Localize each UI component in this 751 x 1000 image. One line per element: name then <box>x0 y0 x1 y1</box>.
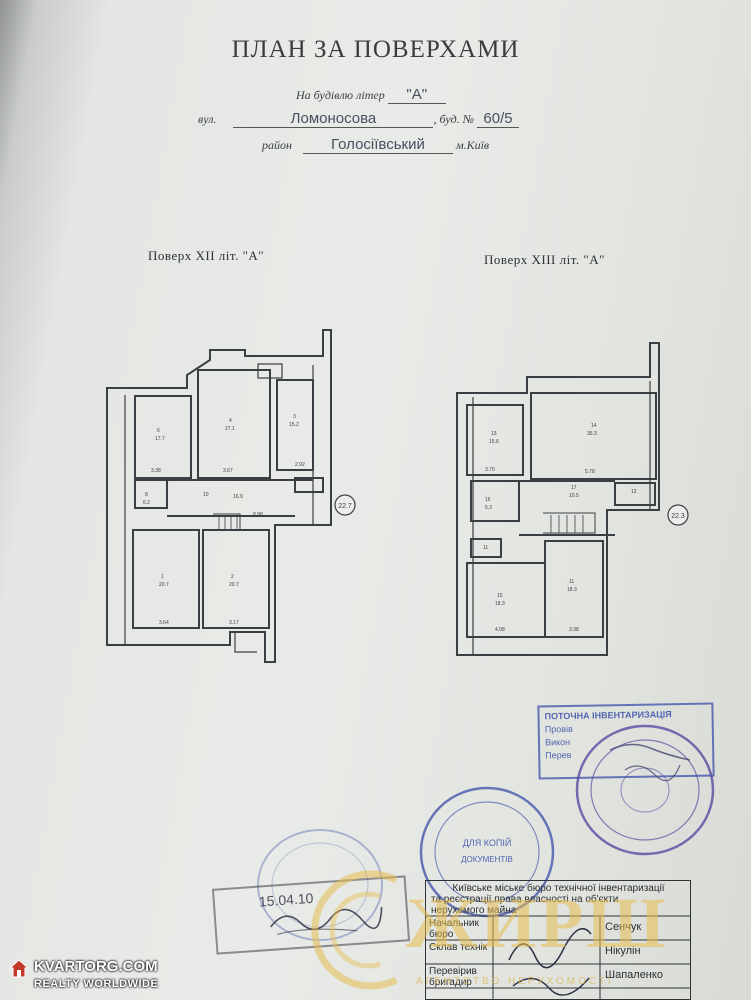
district-value: Голосіївський <box>302 136 453 154</box>
svg-text:10: 10 <box>203 492 209 498</box>
table-row-role: Начальник бюро <box>429 918 479 940</box>
svg-text:5.3: 5.3 <box>485 505 492 511</box>
svg-text:16.9: 16.9 <box>233 494 243 500</box>
page-title: ПЛАН ЗА ПОВЕРХАМИ <box>231 36 520 63</box>
city-label: м.Київ <box>455 138 490 152</box>
table-header-3: нерухомого майна <box>431 905 517 916</box>
svg-text:15: 15 <box>497 593 503 599</box>
svg-text:35.3: 35.3 <box>587 431 597 437</box>
svg-text:3.70: 3.70 <box>485 467 495 473</box>
svg-text:18.3: 18.3 <box>567 587 577 593</box>
table-signatures <box>508 928 592 996</box>
table-header-1: Київське міське бюро технічної інвентари… <box>452 883 665 894</box>
svg-text:12: 12 <box>631 489 637 495</box>
copy-stamp-text-2: ДОКУМЕНТІВ <box>461 855 513 864</box>
signature-table: Київське міське бюро технічної інвентари… <box>425 880 695 1000</box>
svg-text:27.1: 27.1 <box>225 426 235 432</box>
svg-text:3: 3 <box>293 414 296 420</box>
svg-text:10.5: 10.5 <box>569 493 579 499</box>
svg-text:3.38: 3.38 <box>569 627 579 633</box>
street-line: вул. Ломоносова, буд. № 60/5 <box>198 110 520 128</box>
svg-text:17: 17 <box>571 485 577 491</box>
watermark-subtitle: АГЕНТСТВО НЕРУХОМОСТІ <box>416 976 614 987</box>
svg-text:16: 16 <box>485 497 491 503</box>
floor-title-xii: Поверх XII літ. "А" <box>148 248 265 263</box>
official-seal-stamp <box>575 724 715 856</box>
building-line: На будівлю літер "А" <box>296 86 446 104</box>
street-value: Ломоносова <box>233 110 434 128</box>
svg-text:3.38: 3.38 <box>151 468 161 474</box>
floor-plan-xii: 6 17.7 4 27.1 3 15.2 8 6.2 10 16.9 1 20.7 2 20.… <box>106 329 356 663</box>
house-label: , буд. № <box>433 112 475 126</box>
svg-text:11: 11 <box>569 579 574 585</box>
table-row-role: Склав технік <box>429 942 488 953</box>
svg-text:1: 1 <box>161 574 164 580</box>
svg-text:3.17: 3.17 <box>229 620 239 626</box>
street-label: вул. <box>198 112 217 126</box>
floor-title-xiii: Поверх XIII літ. "А" <box>484 252 605 267</box>
building-label: На будівлю літер <box>296 88 385 102</box>
agency-watermark: ЖИРШ АГЕНТСТВО НЕРУХОМОСТІ <box>296 868 751 998</box>
svg-text:2.92: 2.92 <box>295 462 305 468</box>
svg-text:20.7: 20.7 <box>229 582 239 588</box>
svg-text:20.7: 20.7 <box>159 582 169 588</box>
svg-text:11: 11 <box>483 545 488 551</box>
svg-text:6: 6 <box>157 428 160 434</box>
table-row-role: Перевірив бригадир <box>429 966 477 988</box>
svg-text:8.98: 8.98 <box>253 512 263 518</box>
svg-text:14: 14 <box>591 423 597 429</box>
watermark-logo-text: ЖИРШ <box>406 883 669 963</box>
house-value: 60/5 <box>477 110 520 128</box>
district-line: район Голосіївський м.Київ <box>262 136 489 154</box>
svg-text:15.6: 15.6 <box>489 439 499 445</box>
table-row-name: Сенчук <box>605 921 642 933</box>
svg-text:2: 2 <box>231 574 234 580</box>
table-row-name: Нікулін <box>605 945 641 957</box>
house-icon <box>8 959 30 978</box>
svg-text:13: 13 <box>491 431 497 437</box>
watermark-arc-icon <box>311 870 398 990</box>
table-header-2: та реєстрації права власності на об'єкти <box>431 894 619 905</box>
svg-text:17.7: 17.7 <box>155 436 165 442</box>
site-badge-name: KVARTORG.COM <box>34 958 158 975</box>
copy-stamp-text-1: ДЛЯ КОПІЙ <box>463 837 512 848</box>
svg-text:8: 8 <box>145 492 148 498</box>
svg-text:4: 4 <box>229 418 232 424</box>
district-label: район <box>262 138 292 152</box>
floor-marker-xiii: 22.3 <box>671 513 685 520</box>
svg-text:3.64: 3.64 <box>159 620 169 626</box>
svg-text:6.2: 6.2 <box>143 500 150 506</box>
svg-text:18.3: 18.3 <box>495 601 505 607</box>
svg-text:3.67: 3.67 <box>223 468 233 474</box>
svg-text:4.08: 4.08 <box>495 627 505 633</box>
floor-marker-xii: 22.7 <box>338 503 352 510</box>
table-row-name: Шапаленко <box>605 969 663 981</box>
site-badge-tagline: REALTY WORLDWIDE <box>34 978 159 990</box>
svg-text:15.2: 15.2 <box>289 422 299 428</box>
svg-text:5.78: 5.78 <box>585 469 595 475</box>
building-value: "А" <box>387 86 446 104</box>
